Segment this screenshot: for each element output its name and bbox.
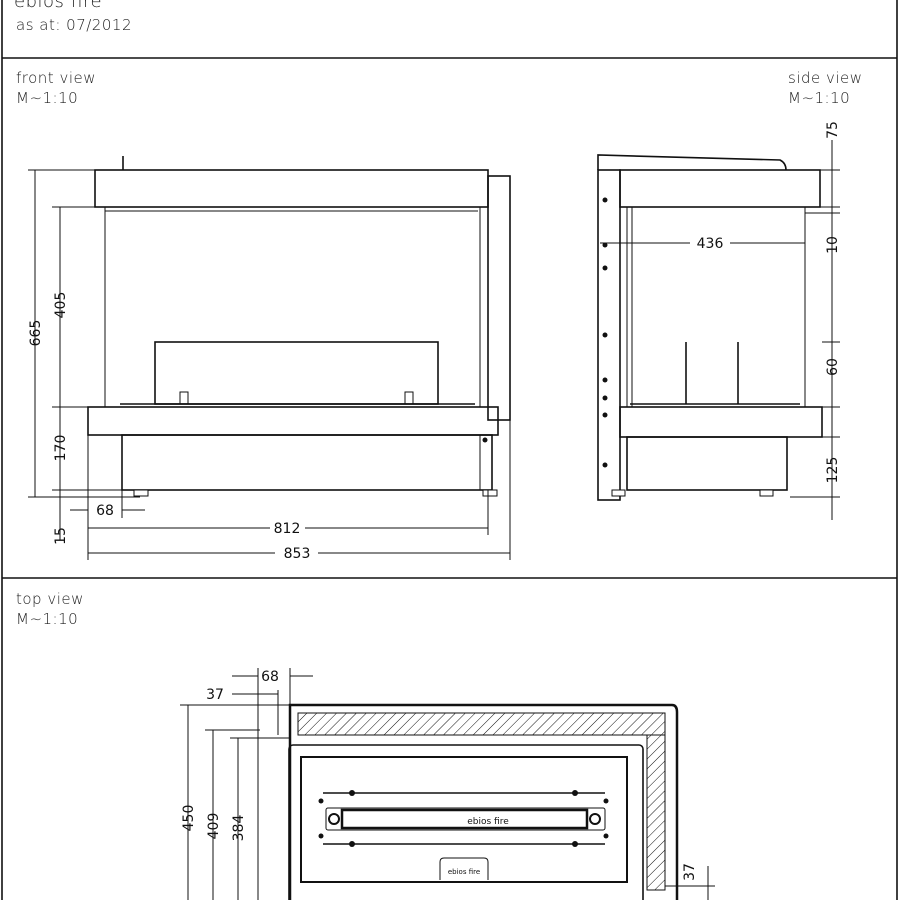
top-view-drawing <box>288 703 679 900</box>
front-view-scale: M~1:10 <box>16 89 79 107</box>
dim-853: 853 <box>284 546 311 562</box>
front-view-label: front view <box>16 69 96 87</box>
badge-logo: ebios fire <box>448 868 480 876</box>
side-view-dimensions <box>600 140 840 520</box>
dim-68-top: 68 <box>261 669 279 685</box>
top-view-scale: M~1:10 <box>16 610 79 628</box>
dim-37-top: 37 <box>206 687 224 703</box>
front-view-dimensions <box>28 169 511 560</box>
dim-170: 170 <box>53 435 69 462</box>
dim-405: 405 <box>53 292 69 319</box>
dim-665: 665 <box>28 320 44 347</box>
side-view-label: side view <box>788 69 863 87</box>
dim-15: 15 <box>53 527 69 545</box>
dim-384: 384 <box>231 815 247 842</box>
dim-37-right: 37 <box>682 863 698 881</box>
dim-60: 60 <box>825 358 841 376</box>
dim-436: 436 <box>697 236 724 252</box>
side-view-drawing <box>597 154 823 501</box>
drawing-date: as at: 07/2012 <box>16 16 132 34</box>
top-view-dimensions <box>180 668 715 900</box>
dim-75: 75 <box>825 121 841 139</box>
dim-409: 409 <box>206 813 222 840</box>
side-view-scale: M~1:10 <box>788 89 851 107</box>
top-view-label: top view <box>16 590 84 608</box>
dim-812: 812 <box>274 521 301 537</box>
dim-125: 125 <box>825 457 841 484</box>
dim-450: 450 <box>181 805 197 832</box>
dim-10: 10 <box>825 236 841 254</box>
dim-68: 68 <box>96 503 114 519</box>
front-view-drawing <box>87 156 511 497</box>
drawing-title: ebios fire <box>14 0 103 12</box>
burner-logo: ebios fire <box>467 817 509 827</box>
